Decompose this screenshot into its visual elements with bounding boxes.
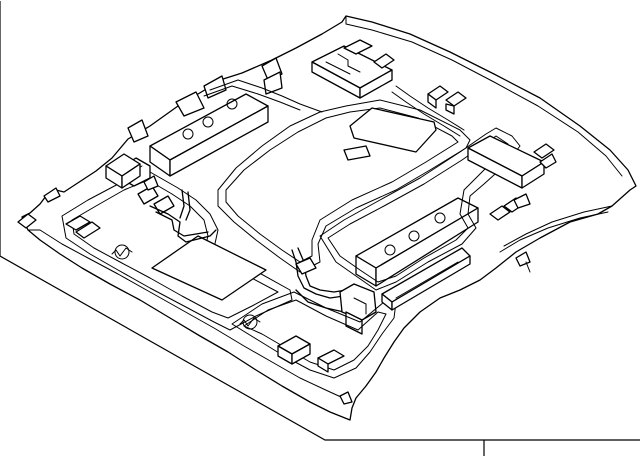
right-sunvisor-pad [355, 197, 479, 311]
left-front-region [61, 171, 293, 331]
right-seam [395, 85, 465, 131]
rear-edge-fold [345, 15, 623, 177]
dome-light-opening [343, 145, 371, 161]
center-recess [217, 99, 471, 273]
right-front-region [319, 127, 521, 291]
left-sunvisor-pad [149, 93, 269, 177]
sunroof-opening [349, 107, 437, 153]
right-edge-flange [503, 205, 613, 247]
left-seam [209, 79, 323, 113]
left-bracket [17, 57, 283, 229]
right-rear-clips [239, 314, 353, 405]
right-rear-region [231, 291, 397, 379]
left-rear-pad [151, 235, 267, 301]
front-edge-fold [27, 229, 353, 403]
right-visor-block [467, 135, 557, 221]
right-bracket [311, 39, 531, 273]
